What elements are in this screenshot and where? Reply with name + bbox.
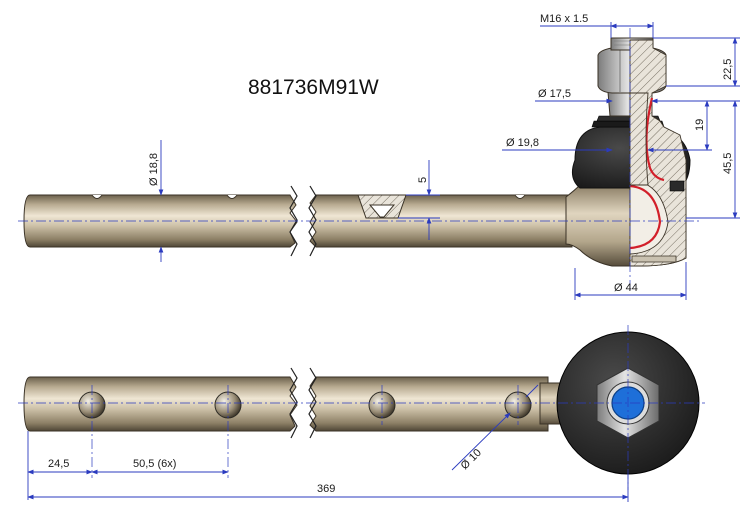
dim-dia-19-8: Ø 19,8 (502, 137, 686, 153)
dim-thread: M16 x 1.5 (540, 13, 654, 38)
dim-offset-24-5: 24,5 (27, 431, 93, 500)
part-number-title: 881736M91W (248, 76, 379, 99)
dia-18-8-label: Ø 18,8 (148, 153, 160, 186)
offset-24-5-label: 24,5 (48, 458, 69, 470)
pitch-50-5-label: 50,5 (6x) (133, 458, 176, 470)
height-45-5-label: 45,5 (722, 153, 734, 174)
tapped-hole-section (357, 194, 407, 219)
height-nut-label: 22,5 (722, 59, 734, 80)
dia-19-8-label: Ø 19,8 (506, 137, 539, 149)
plan-view: Ø 10 24,5 50,5 (6x) 369 (18, 325, 705, 502)
dim-height-nut: 22,5 (653, 37, 740, 87)
height-19-label: 19 (694, 119, 706, 131)
dia-10-label: Ø 10 (459, 447, 484, 472)
depth-5-label: 5 (417, 177, 429, 183)
section-cut (629, 39, 687, 267)
plan-rod-left (23, 376, 298, 432)
dim-pitch-50-5: 50,5 (6x) (91, 458, 229, 475)
dia-17-5-label: Ø 17,5 (538, 88, 571, 100)
dim-height-45-5: 45,5 (686, 100, 740, 219)
bearing-liner (629, 184, 662, 250)
break-marks (289, 185, 317, 257)
side-view: M16 x 1.5 22,5 Ø 17,5 19 45,5 (18, 13, 740, 300)
ball-joint-housing (565, 37, 691, 267)
dim-length-369: 369 (27, 474, 629, 502)
dia-44-label: Ø 44 (614, 282, 638, 294)
thread-label: M16 x 1.5 (540, 13, 588, 25)
dim-dia-18-8: Ø 18,8 (148, 140, 164, 262)
length-369-label: 369 (317, 483, 335, 495)
dim-depth-5: 5 (398, 160, 440, 240)
dim-dia-44: Ø 44 (574, 262, 687, 300)
